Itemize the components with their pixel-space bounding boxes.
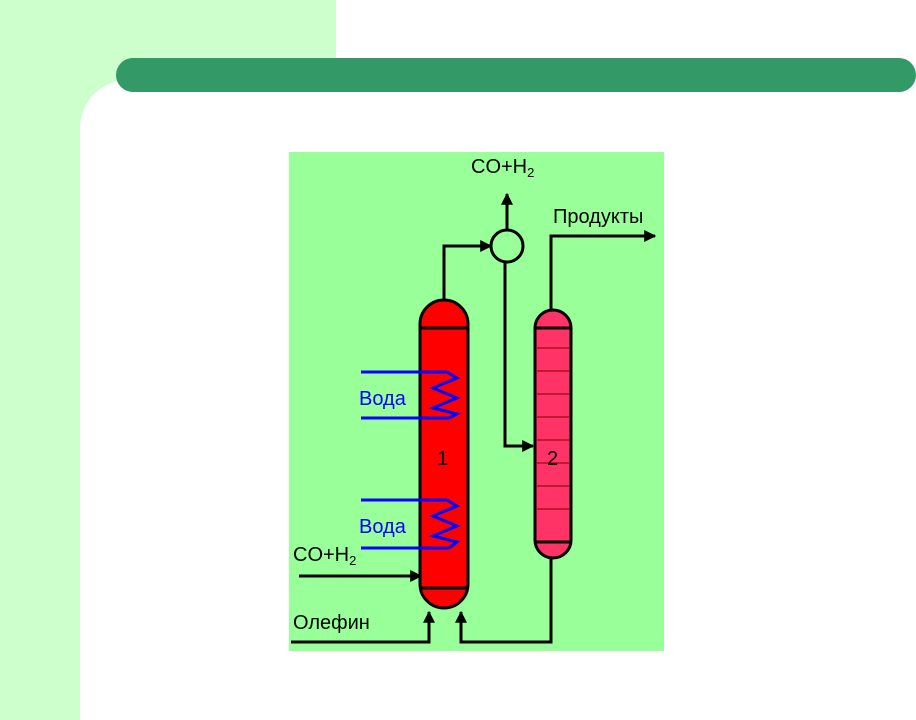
separator-circle-icon bbox=[489, 228, 525, 264]
reactor-number-label: 1 bbox=[437, 448, 449, 470]
separator-to-column-line bbox=[503, 262, 535, 452]
process-diagram: CO+H2 Продукты Вода Вода CO+H2 Олефин 1 … bbox=[289, 152, 664, 651]
process-diagram-svg bbox=[291, 192, 657, 644]
reactor-to-separator-line bbox=[442, 240, 493, 300]
products-label: Продукты bbox=[553, 206, 644, 228]
water-label-lower: Вода bbox=[359, 516, 406, 538]
feed-gas-label: CO+H2 bbox=[293, 544, 357, 568]
heat-exchange-coil-icon bbox=[361, 370, 462, 420]
column-number-label: 2 bbox=[547, 448, 559, 470]
recycle-line bbox=[455, 558, 553, 644]
olefin-feed-line bbox=[291, 610, 435, 644]
top-gas-label: CO+H2 bbox=[471, 156, 535, 180]
heat-exchange-coil-icon bbox=[361, 498, 461, 550]
olefin-label: Олефин bbox=[293, 612, 370, 634]
products-outlet-line bbox=[549, 230, 657, 310]
water-label-upper: Вода bbox=[359, 388, 406, 410]
column-2 bbox=[533, 308, 573, 560]
title-bar bbox=[116, 58, 916, 92]
